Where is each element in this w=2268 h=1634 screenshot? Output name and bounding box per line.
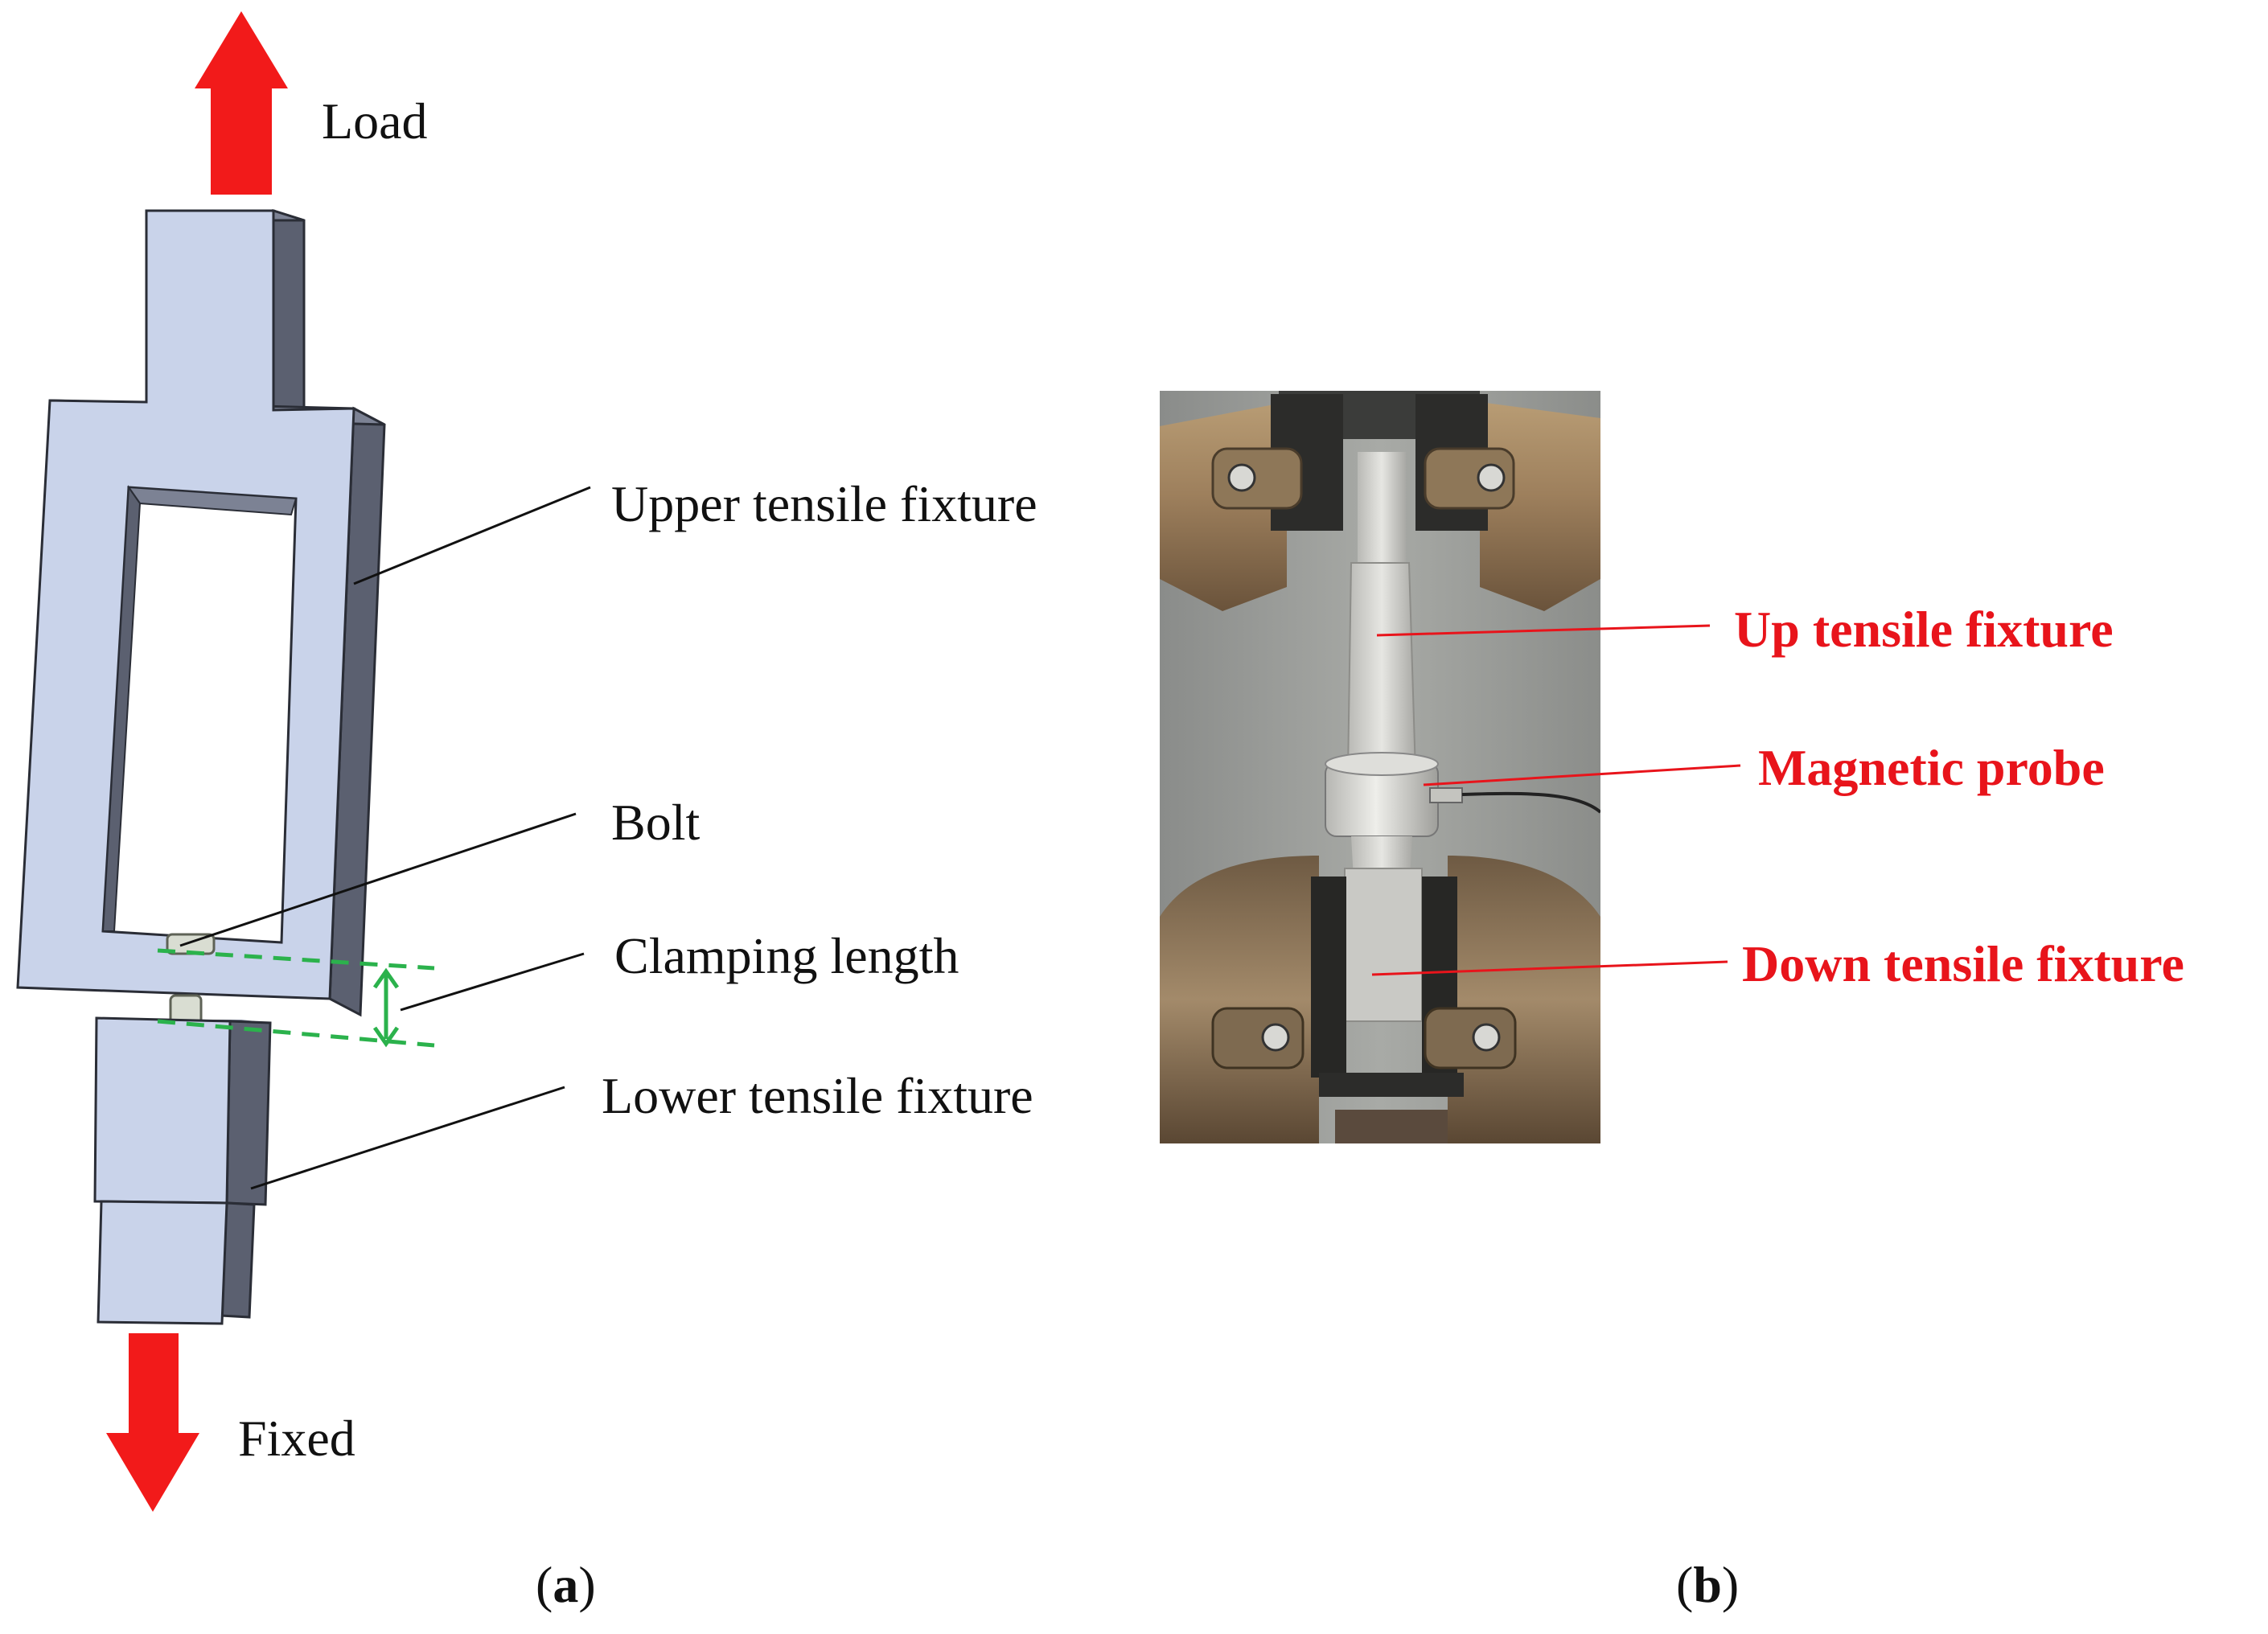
clamping-length-indicator (157, 948, 435, 1048)
load-arrow-icon (195, 11, 288, 195)
label-bolt: Bolt (611, 794, 700, 851)
lower-tensile-fixture (93, 1016, 272, 1325)
panel-a-schematic: Load Upper tensile fixture Bolt Clamping… (16, 11, 1037, 1613)
caption-a-letter: a (553, 1556, 578, 1613)
panel-b-photo: Up tensile fixture Magnetic probe Down t… (1160, 391, 2184, 1613)
label-load: Load (322, 92, 428, 150)
leader-lines-a (179, 486, 591, 1190)
upper-tensile-fixture (16, 208, 386, 1017)
leader-lines-b (1371, 624, 1741, 976)
label-clamping-length: Clamping length (614, 927, 959, 984)
label-magnetic-probe: Magnetic probe (1758, 739, 2105, 796)
label-fixed: Fixed (238, 1410, 355, 1467)
label-down-tensile-fixture: Down tensile fixture (1742, 935, 2184, 992)
label-upper-tensile-fixture: Upper tensile fixture (611, 475, 1037, 532)
test-machine-photo (1160, 391, 1600, 1143)
caption-a: (a) (536, 1556, 596, 1613)
caption-b: (b) (1676, 1556, 1739, 1613)
caption-b-letter: b (1693, 1556, 1722, 1613)
label-up-tensile-fixture: Up tensile fixture (1734, 601, 2114, 658)
fixed-arrow-icon (106, 1333, 199, 1512)
label-lower-tensile-fixture: Lower tensile fixture (602, 1067, 1033, 1124)
